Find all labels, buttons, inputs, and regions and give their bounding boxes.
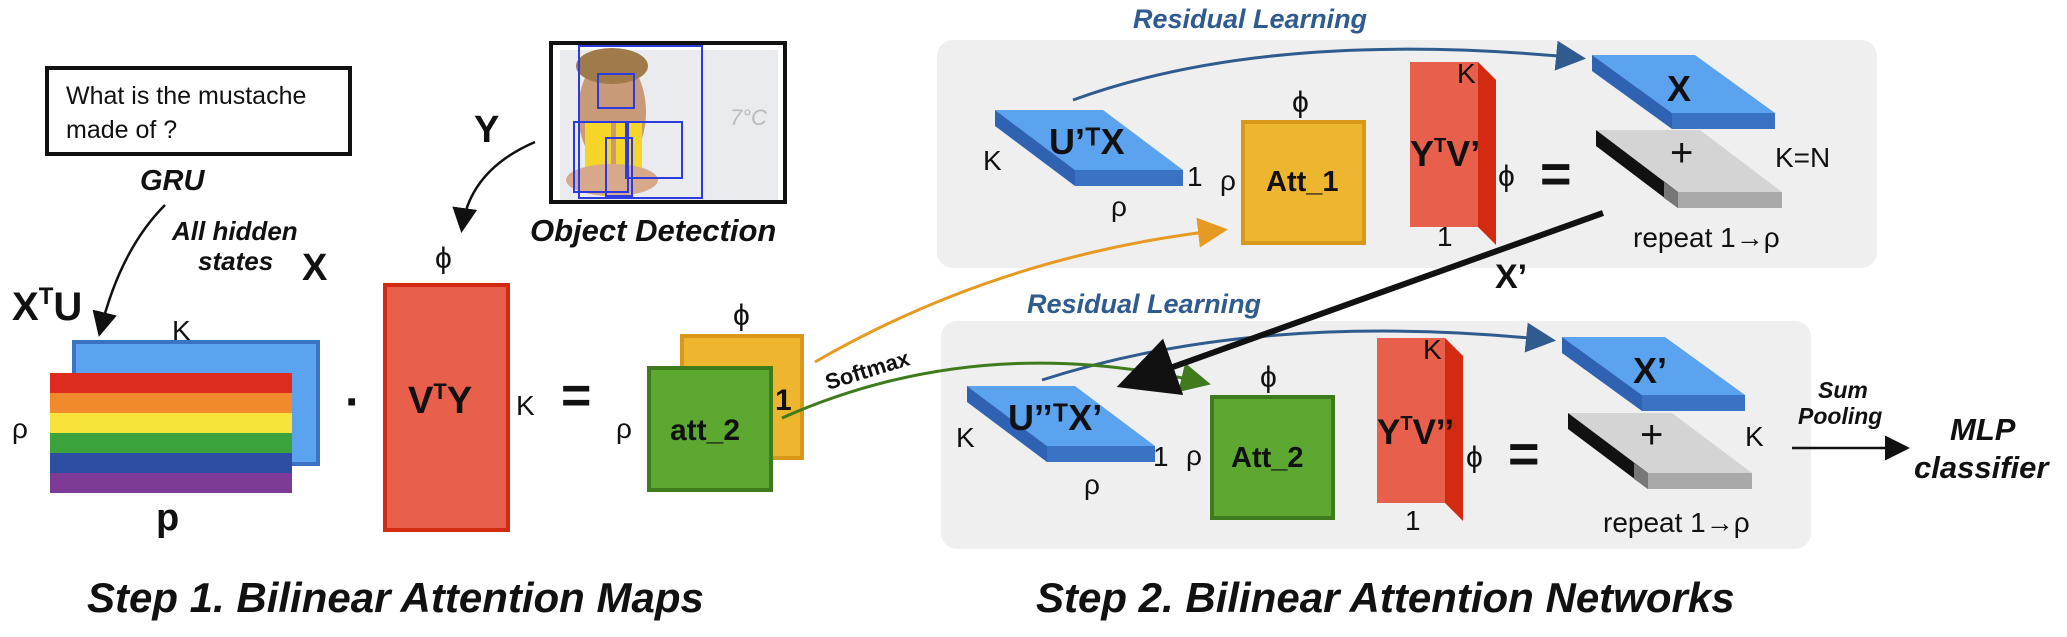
vty-label: VTY (408, 379, 472, 422)
top-att1-box (1241, 120, 1366, 245)
bottom-one-below: 1 (1405, 505, 1421, 536)
residual-learning-top: Residual Learning (1133, 4, 1368, 34)
top-k-eq-n: K=N (1775, 142, 1830, 173)
top-one-below: 1 (1437, 221, 1453, 252)
object-detection-label: Object Detection (530, 213, 776, 248)
top-x-label: X (1667, 68, 1691, 109)
bottom-rho-left: ρ (1186, 440, 1202, 471)
bottom-equals: = (1508, 424, 1540, 484)
residual-arrow-bottom (1041, 322, 1556, 382)
top-ytv-label: YTV’ (1410, 133, 1480, 174)
top-plus: + (1670, 131, 1693, 175)
bottom-att2-box (1210, 395, 1335, 520)
bottom-k-label: K (956, 422, 975, 453)
phi-label-att: ϕ (733, 299, 750, 332)
top-repeat-label: repeat 1→ρ (1633, 222, 1780, 253)
x-prime-arrow (1116, 210, 1605, 396)
mlp-line-2: classifier (1914, 450, 2050, 485)
top-rho-below: ρ (1111, 191, 1127, 222)
att1-flow-arrow (814, 217, 1228, 364)
top-phi-above: ϕ (1292, 86, 1309, 119)
bottom-x-prime-label: X’ (1633, 350, 1667, 391)
att1-partial-label: 1 (775, 384, 792, 417)
x-var-label: X (302, 247, 328, 289)
bottom-uxt-label: U’’ᵀX’ (1008, 397, 1102, 438)
top-equals: = (1540, 144, 1572, 204)
bottom-k-right: K (1745, 421, 1764, 452)
top-uxt-slab (995, 110, 1183, 186)
top-att1-label: Att_1 (1266, 166, 1339, 198)
bottom-one-label: 1 (1153, 441, 1169, 472)
mlp-line-1: MLP (1950, 412, 2016, 447)
bottom-plus: + (1640, 413, 1663, 457)
y-arrow (452, 140, 536, 233)
bottom-uxt-slab (967, 386, 1155, 462)
step2-caption: Step 2. Bilinear Attention Networks (1036, 574, 1735, 621)
k-label-step1: K (172, 315, 191, 346)
rho-label-step1: ρ (12, 413, 28, 444)
bottom-phi-right: ϕ (1466, 441, 1483, 474)
dot-operator: · (345, 376, 361, 429)
residual-arrow-top (1072, 40, 1586, 102)
top-k-above-ytv: K (1457, 58, 1476, 89)
hidden-states-line-1: All hidden (171, 216, 298, 246)
gru-label: GRU (140, 165, 206, 197)
bottom-repeat-label: repeat 1→ρ (1603, 507, 1750, 538)
bottom-ytv-label: YTV’’ (1377, 413, 1454, 452)
sum-pooling-line-2: Pooling (1798, 403, 1882, 429)
top-repeat-slab (1596, 130, 1782, 208)
sum-pooling-line-1: Sum (1818, 377, 1868, 403)
bottom-repeat-slab (1568, 413, 1752, 489)
top-phi-right: ϕ (1498, 160, 1515, 193)
bottom-k-above-ytv: K (1423, 334, 1442, 365)
gru-arrow (92, 204, 166, 337)
rho-label-att: ρ (616, 413, 632, 444)
bottom-x-prime-slab (1562, 337, 1745, 411)
top-k-label: K (983, 145, 1002, 176)
y-var-label: Y (474, 109, 499, 151)
top-one-label: 1 (1187, 161, 1203, 192)
residual-learning-bottom: Residual Learning (1027, 289, 1262, 319)
att2-label: att_2 (670, 414, 740, 447)
svg-text:7°C: 7°C (730, 105, 767, 130)
att2-map (647, 366, 773, 492)
bottom-ytv-block (1377, 338, 1463, 521)
rainbow-flag (50, 373, 292, 493)
vty-matrix (383, 283, 510, 532)
k-label-vty: K (516, 390, 535, 421)
xtu-label: XTU (12, 283, 82, 329)
top-ytv-block (1410, 62, 1496, 245)
bottom-att2-label: Att_2 (1231, 442, 1304, 474)
top-uxt-label: U’ᵀX (1049, 121, 1125, 162)
top-rho-left: ρ (1220, 165, 1236, 196)
phi-label-vty: ϕ (435, 242, 452, 275)
question-line-1: What is the mustache (66, 82, 306, 110)
x-prime-label: X’ (1495, 258, 1527, 296)
step1-caption: Step 1. Bilinear Attention Maps (87, 574, 704, 621)
question-box (45, 66, 352, 156)
bottom-rho-below: ρ (1084, 469, 1100, 500)
top-x-slab (1592, 55, 1775, 129)
object-detection-image: 7°C (549, 41, 787, 204)
equals-step1: = (561, 367, 591, 425)
hidden-states-line-2: states (198, 246, 273, 276)
bottom-phi-above: ϕ (1260, 361, 1277, 394)
question-line-2: made of ? (66, 116, 177, 144)
p-label: p (156, 497, 179, 539)
